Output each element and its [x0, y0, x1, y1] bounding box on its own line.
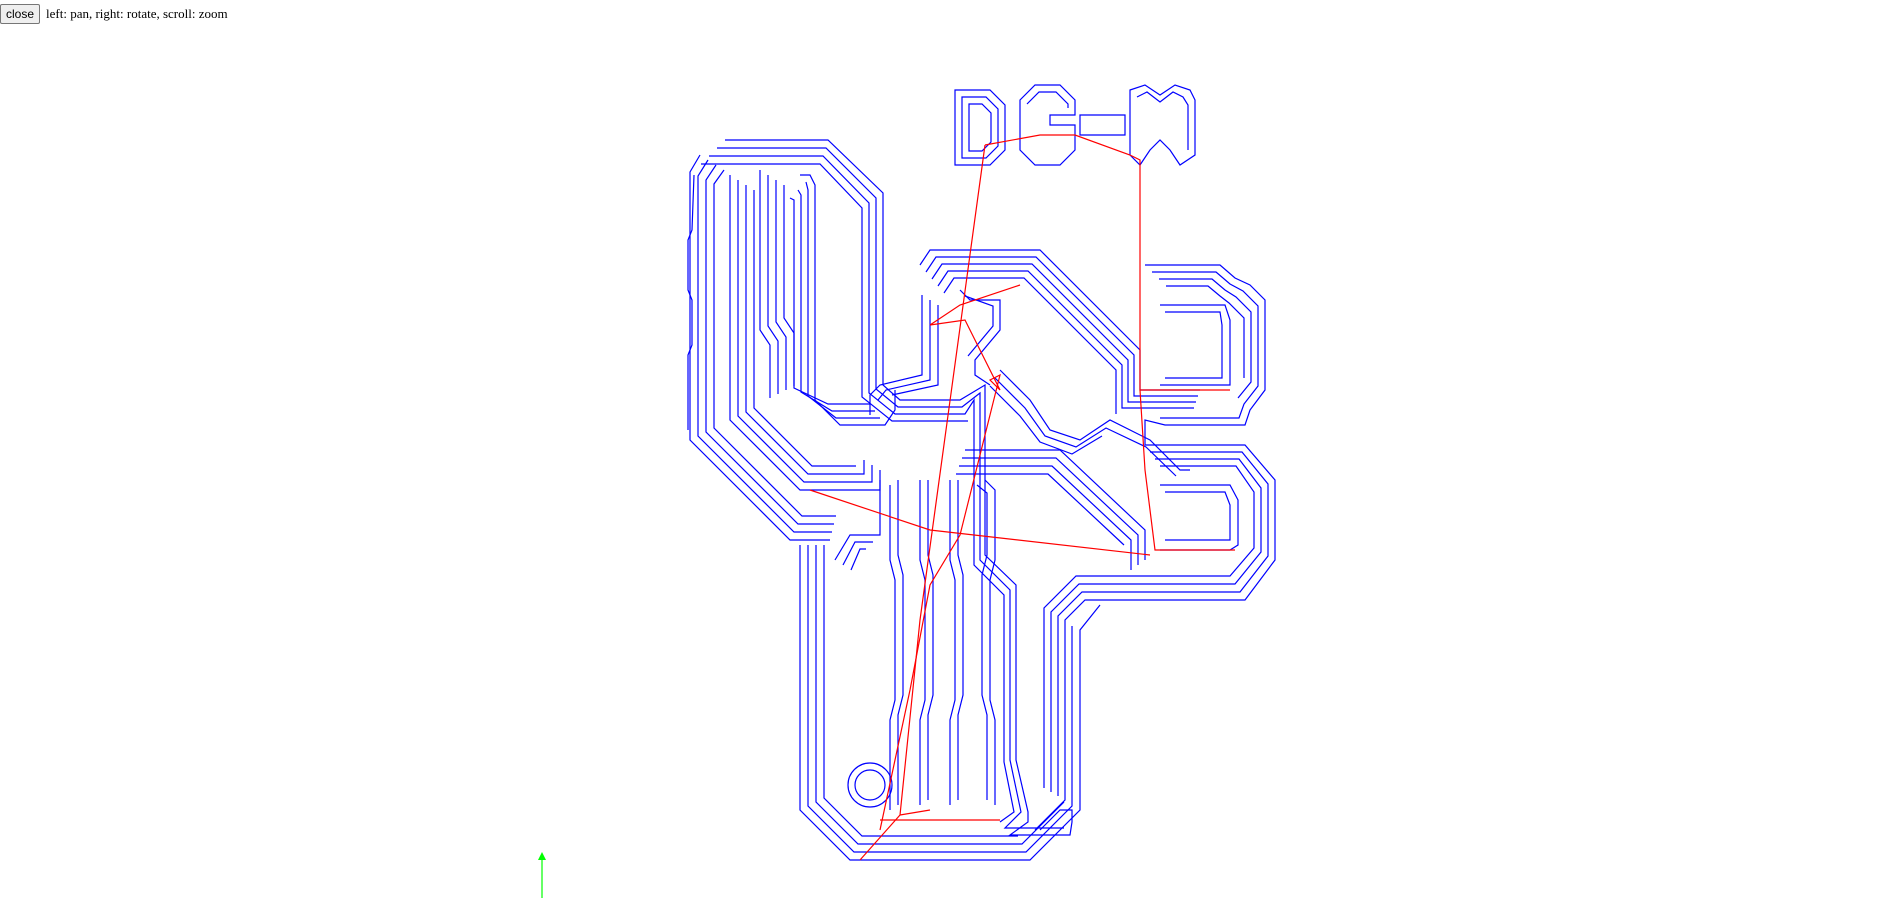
y-axis-indicator — [538, 852, 546, 898]
toolpath-outline-bottom — [799, 479, 1101, 861]
close-button[interactable]: close — [0, 4, 41, 24]
toolpath-outline-logo — [954, 84, 1196, 166]
viewer-toolbar: close left: pan, right: rotate, scroll: … — [0, 4, 228, 24]
controls-hint: left: pan, right: rotate, scroll: zoom — [46, 6, 228, 21]
toolpath-outline-right — [1034, 264, 1276, 831]
travel-moves — [809, 134, 1235, 861]
toolpath-outline-left — [687, 139, 1073, 836]
